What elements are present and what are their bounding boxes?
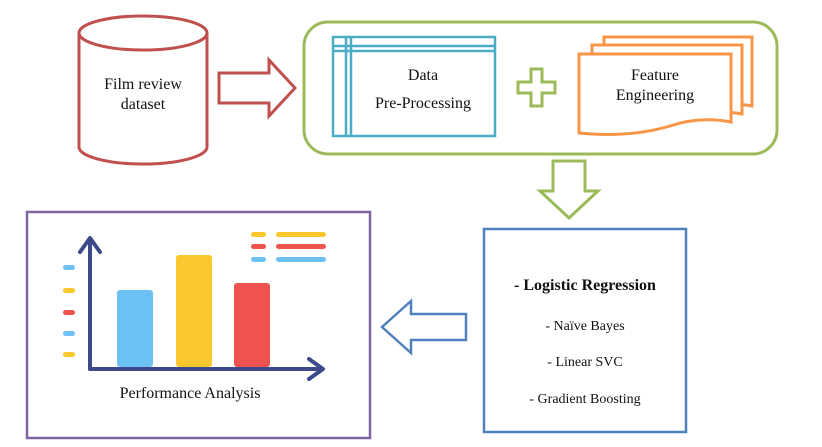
legend-dot xyxy=(63,352,75,357)
legend-dot xyxy=(63,331,75,336)
chart-icon-bar-yellow xyxy=(176,255,212,367)
dataset-label-line2: dataset xyxy=(120,96,166,113)
models-box xyxy=(482,227,688,434)
feature-label-line1: Feature xyxy=(631,67,679,84)
legend-line xyxy=(251,232,266,237)
legend-line xyxy=(276,257,326,262)
legend-dot xyxy=(63,310,75,315)
legend-line xyxy=(251,257,266,262)
preprocessing-label-line1: Data xyxy=(407,67,439,84)
bar-chart-icon xyxy=(63,232,326,381)
legend-line xyxy=(251,244,266,249)
table-icon xyxy=(331,35,497,138)
arrow-left-icon xyxy=(380,298,468,356)
legend-dot xyxy=(63,288,75,293)
model-item: - Naïve Bayes xyxy=(545,319,625,334)
chart-icon-bar-blue xyxy=(117,290,153,367)
analysis-label: Performance Analysis xyxy=(119,385,261,402)
legend-dot xyxy=(63,265,75,270)
legend-line xyxy=(276,232,326,237)
model-primary: - Logistic Regression xyxy=(514,277,656,294)
model-item: - Gradient Boosting xyxy=(529,392,641,407)
dataset-label: Film review dataset xyxy=(79,75,207,115)
feature-label: Feature Engineering xyxy=(585,66,725,106)
preprocessing-label-line2: Pre-Processing xyxy=(375,95,471,112)
legend-line xyxy=(276,244,326,249)
chart-icon-bar-red xyxy=(234,283,270,367)
dataset-label-line1: Film review xyxy=(104,76,182,93)
preprocessing-label: Data Pre-Processing xyxy=(351,62,495,118)
arrow-right-icon xyxy=(217,56,298,120)
database-icon xyxy=(77,14,209,166)
arrow-down-icon xyxy=(536,159,602,221)
document-stack-icon xyxy=(577,35,754,136)
feature-label-line2: Engineering xyxy=(615,87,695,104)
model-item: - Linear SVC xyxy=(547,355,623,370)
plus-icon xyxy=(516,67,557,108)
